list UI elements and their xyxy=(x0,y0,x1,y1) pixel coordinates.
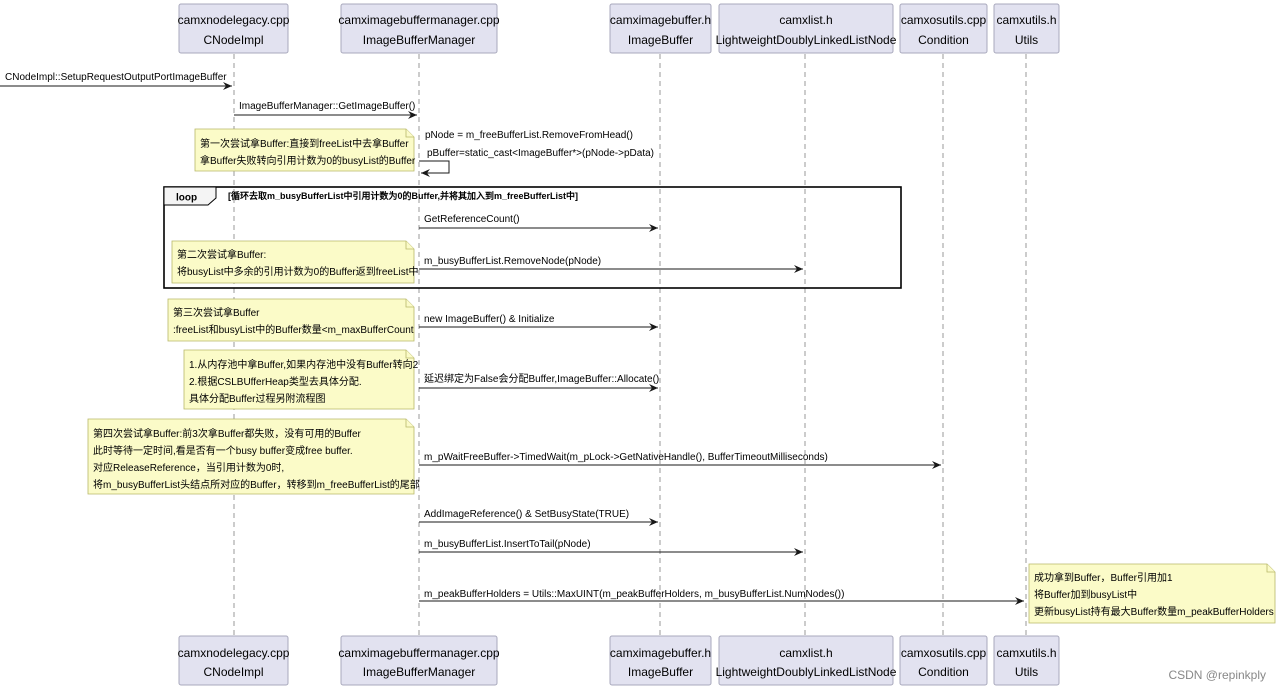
participant-file: camxutils.h xyxy=(996,13,1056,27)
participant-class: Utils xyxy=(1015,33,1038,47)
participant-class: LightweightDoublyLinkedListNode xyxy=(716,33,897,47)
participant-cnodeimpl-bottom: camxnodelegacy.cpp CNodeImpl xyxy=(178,635,290,686)
note-line: 2.根据CSLBUfferHeap类型去具体分配. xyxy=(189,375,362,388)
participant-file: camximagebuffermanager.cpp xyxy=(338,646,500,660)
participant-class: CNodeImpl xyxy=(203,33,263,47)
note-fourth-attempt: 第四次尝试拿Buffer:前3次拿Buffer都失败，没有可用的Buffer 此… xyxy=(87,418,420,495)
participant-linkedlistnode-top: camxlist.h LightweightDoublyLinkedListNo… xyxy=(716,3,897,54)
participant-file: camxnodelegacy.cpp xyxy=(178,646,290,660)
message-insert-to-tail: m_busyBufferList.InsertToTail(pNode) xyxy=(419,539,803,556)
message-get-reference-count: GetReferenceCount() xyxy=(419,214,658,232)
note-line: 第三次尝试拿Buffer xyxy=(173,306,260,319)
message-label: m_peakBufferHolders = Utils::MaxUINT(m_p… xyxy=(424,589,844,600)
participant-class: ImageBuffer xyxy=(628,33,693,47)
note-line: 1.从内存池中拿Buffer,如果内存池中没有Buffer转向2 xyxy=(189,358,419,371)
note-third-attempt: 第三次尝试拿Buffer :freeList和busyList中的Buffer数… xyxy=(167,298,415,342)
message-allocate: 延迟绑定为False会分配Buffer,ImageBuffer::Allocat… xyxy=(419,372,659,392)
participant-class: LightweightDoublyLinkedListNode xyxy=(716,665,897,679)
message-remove-node: m_busyBufferList.RemoveNode(pNode) xyxy=(419,256,803,273)
loop-label: loop xyxy=(176,193,197,204)
note-line: 第四次尝试拿Buffer:前3次拿Buffer都失败，没有可用的Buffer xyxy=(93,427,362,440)
note-line: 更新busyList持有最大Buffer数量m_peakBufferHolder… xyxy=(1034,605,1274,618)
message-new-image-buffer: new ImageBuffer() & Initialize xyxy=(419,314,658,331)
participant-class: ImageBufferManager xyxy=(363,33,476,47)
note-line: 第二次尝试拿Buffer: xyxy=(177,248,266,261)
participant-condition-top: camxosutils.cpp Condition xyxy=(899,3,988,54)
participant-class: CNodeImpl xyxy=(203,665,263,679)
participant-imagebuffermanager-bottom: camximagebuffermanager.cpp ImageBufferMa… xyxy=(338,635,500,686)
message-remove-from-head-self: pNode = m_freeBufferList.RemoveFromHead(… xyxy=(419,130,654,177)
participant-cnodeimpl-top: camxnodelegacy.cpp CNodeImpl xyxy=(178,3,290,54)
participant-file: camxosutils.cpp xyxy=(901,13,987,27)
participant-file: camxlist.h xyxy=(779,646,832,660)
message-label: CNodeImpl::SetupRequestOutputPortImageBu… xyxy=(5,72,227,83)
participant-class: ImageBuffer xyxy=(628,665,693,679)
message-add-image-reference: AddImageReference() & SetBusyState(TRUE) xyxy=(419,509,658,526)
participant-class: ImageBufferManager xyxy=(363,665,476,679)
participant-linkedlistnode-bottom: camxlist.h LightweightDoublyLinkedListNo… xyxy=(716,635,897,686)
note-success: 成功拿到Buffer，Buffer引用加1 将Buffer加到busyList中… xyxy=(1028,563,1276,624)
message-label: pNode = m_freeBufferList.RemoveFromHead(… xyxy=(425,130,633,141)
note-line: 将busyList中多余的引用计数为0的Buffer返到freeList中 xyxy=(177,265,419,278)
message-label: m_busyBufferList.RemoveNode(pNode) xyxy=(424,256,601,267)
note-line: 将m_busyBufferList头结点所对应的Buffer，转移到m_free… xyxy=(93,478,420,491)
message-timed-wait: m_pWaitFreeBuffer->TimedWait(m_pLock->Ge… xyxy=(419,452,941,469)
message-get-image-buffer: ImageBufferManager::GetImageBuffer() xyxy=(234,101,417,119)
note-allocate-detail: 1.从内存池中拿Buffer,如果内存池中没有Buffer转向2 2.根据CSL… xyxy=(183,349,419,410)
participant-class: Condition xyxy=(918,33,969,47)
participant-imagebuffer-bottom: camximagebuffer.h ImageBuffer xyxy=(609,635,712,686)
message-label: GetReferenceCount() xyxy=(424,214,520,225)
message-label: m_pWaitFreeBuffer->TimedWait(m_pLock->Ge… xyxy=(424,452,828,463)
participant-class: Utils xyxy=(1015,665,1038,679)
note-line: :freeList和busyList中的Buffer数量<m_maxBuffer… xyxy=(173,323,414,336)
participant-imagebuffer-top: camximagebuffer.h ImageBuffer xyxy=(609,3,712,54)
participant-class: Condition xyxy=(918,665,969,679)
message-label: m_busyBufferList.InsertToTail(pNode) xyxy=(424,539,591,550)
note-line: 将Buffer加到busyList中 xyxy=(1034,588,1137,601)
participant-utils-bottom: camxutils.h Utils xyxy=(993,635,1060,686)
note-line: 拿Buffer失败转向引用计数为0的busyList的Buffer xyxy=(200,154,416,167)
note-line: 第一次尝试拿Buffer:直接到freeList中去拿Buffer xyxy=(200,137,409,150)
message-label: 延迟绑定为False会分配Buffer,ImageBuffer::Allocat… xyxy=(424,372,659,385)
participant-file: camximagebuffer.h xyxy=(610,13,711,27)
note-line: 此时等待一定时间,看是否有一个busy buffer变成free buffer. xyxy=(93,444,353,457)
note-first-attempt: 第一次尝试拿Buffer:直接到freeList中去拿Buffer 拿Buffe… xyxy=(194,128,416,172)
note-line: 对应ReleaseReference，当引用计数为0时, xyxy=(93,461,284,474)
message-label: AddImageReference() & SetBusyState(TRUE) xyxy=(424,509,629,520)
message-label-second-line: pBuffer=static_cast<ImageBuffer*>(pNode-… xyxy=(427,148,654,159)
participant-imagebuffermanager-top: camximagebuffermanager.cpp ImageBufferMa… xyxy=(338,3,500,54)
message-label: ImageBufferManager::GetImageBuffer() xyxy=(239,101,415,112)
note-line: 成功拿到Buffer，Buffer引用加1 xyxy=(1034,571,1173,584)
participant-file: camximagebuffer.h xyxy=(610,646,711,660)
participant-file: camximagebuffermanager.cpp xyxy=(338,13,500,27)
participant-condition-bottom: camxosutils.cpp Condition xyxy=(899,635,988,686)
message-label: new ImageBuffer() & Initialize xyxy=(424,314,555,325)
note-second-attempt: 第二次尝试拿Buffer: 将busyList中多余的引用计数为0的Buffer… xyxy=(171,240,419,284)
note-line: 具体分配Buffer过程另附流程图 xyxy=(189,392,326,405)
participant-file: camxlist.h xyxy=(779,13,832,27)
loop-fragment: loop [循环去取m_busyBufferList中引用计数为0的Buffer… xyxy=(163,186,902,289)
watermark: CSDN @repinkply xyxy=(1168,668,1266,682)
participant-utils-top: camxutils.h Utils xyxy=(993,3,1060,54)
participant-file: camxnodelegacy.cpp xyxy=(178,13,290,27)
message-max-uint: m_peakBufferHolders = Utils::MaxUINT(m_p… xyxy=(419,589,1024,605)
participant-file: camxosutils.cpp xyxy=(901,646,987,660)
loop-guard: [循环去取m_busyBufferList中引用计数为0的Buffer,并将其加… xyxy=(228,190,578,201)
message-setup-request-output-port: CNodeImpl::SetupRequestOutputPortImageBu… xyxy=(0,72,232,90)
participant-file: camxutils.h xyxy=(996,646,1056,660)
